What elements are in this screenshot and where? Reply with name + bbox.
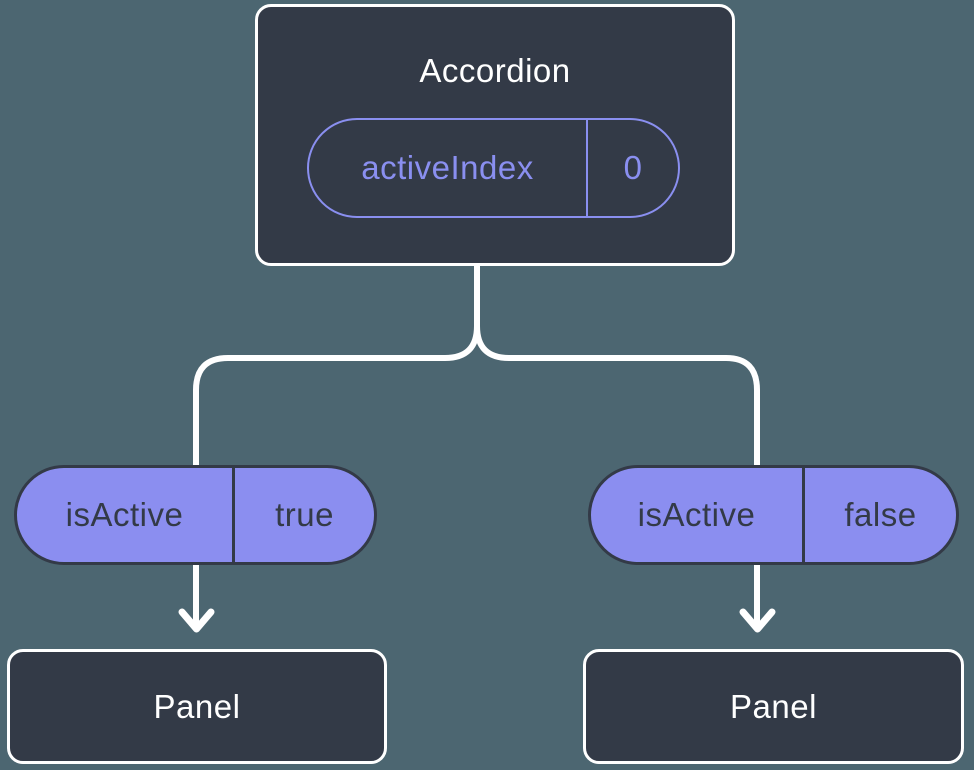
accordion-node-title: Accordion (419, 52, 571, 89)
left-prop-name-label: isActive (17, 468, 235, 562)
left-isactive-prop-pill: isActive true (14, 465, 377, 565)
right-prop-value-label: false (844, 496, 917, 533)
right-panel-component-node: Panel (583, 649, 964, 764)
right-isactive-prop-pill: isActive false (588, 465, 959, 565)
left-prop-value-label: true (275, 496, 334, 533)
root-to-right-branch-connector (474, 263, 760, 624)
root-to-left-branch-connector (193, 263, 480, 624)
left-arrow-down-icon (178, 608, 215, 633)
right-prop-name-label: isActive (591, 468, 805, 562)
activeindex-state-pill: activeIndex 0 (307, 118, 680, 218)
state-name-label: activeIndex (309, 120, 588, 216)
right-panel-node-title: Panel (730, 687, 817, 725)
left-panel-node-title: Panel (153, 687, 241, 725)
left-panel-component-node: Panel (7, 649, 387, 764)
accordion-component-node: Accordion activeIndex 0 (255, 4, 735, 266)
state-value-label: 0 (623, 149, 643, 186)
right-arrow-down-icon (739, 608, 776, 633)
